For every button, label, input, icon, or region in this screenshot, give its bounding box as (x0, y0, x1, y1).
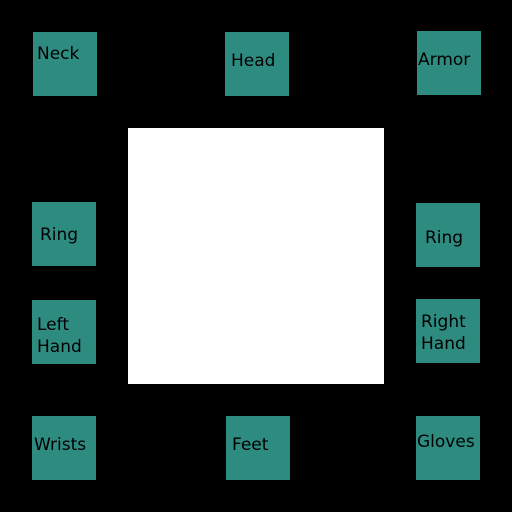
equip-slot-ring-right-label: Ring (425, 228, 464, 248)
equip-slot-feet[interactable]: Feet (226, 416, 290, 480)
character-preview (128, 128, 384, 384)
equip-slot-right-hand-label: Right Hand (421, 312, 466, 354)
equip-slot-ring-left[interactable]: Ring (32, 202, 96, 266)
equip-slot-armor-label: Armor (418, 50, 471, 70)
equip-slot-ring-left-label: Ring (40, 225, 79, 245)
equip-slot-right-hand[interactable]: Right Hand (416, 299, 480, 363)
equip-slot-gloves[interactable]: Gloves (416, 416, 480, 480)
equip-slot-feet-label: Feet (232, 435, 269, 455)
equip-slot-neck-label: Neck (37, 44, 80, 64)
equip-slot-head[interactable]: Head (225, 32, 289, 96)
equip-slot-gloves-label: Gloves (417, 432, 475, 452)
equip-slot-left-hand-label: Left Hand (37, 315, 82, 357)
equip-slot-head-label: Head (231, 51, 276, 71)
equip-slot-neck[interactable]: Neck (33, 32, 97, 96)
equip-slot-wrists[interactable]: Wrists (32, 416, 96, 480)
equip-slot-left-hand[interactable]: Left Hand (32, 300, 96, 364)
equip-slot-wrists-label: Wrists (34, 435, 87, 455)
equip-slot-armor[interactable]: Armor (417, 31, 481, 95)
equip-slot-ring-right[interactable]: Ring (416, 203, 480, 267)
